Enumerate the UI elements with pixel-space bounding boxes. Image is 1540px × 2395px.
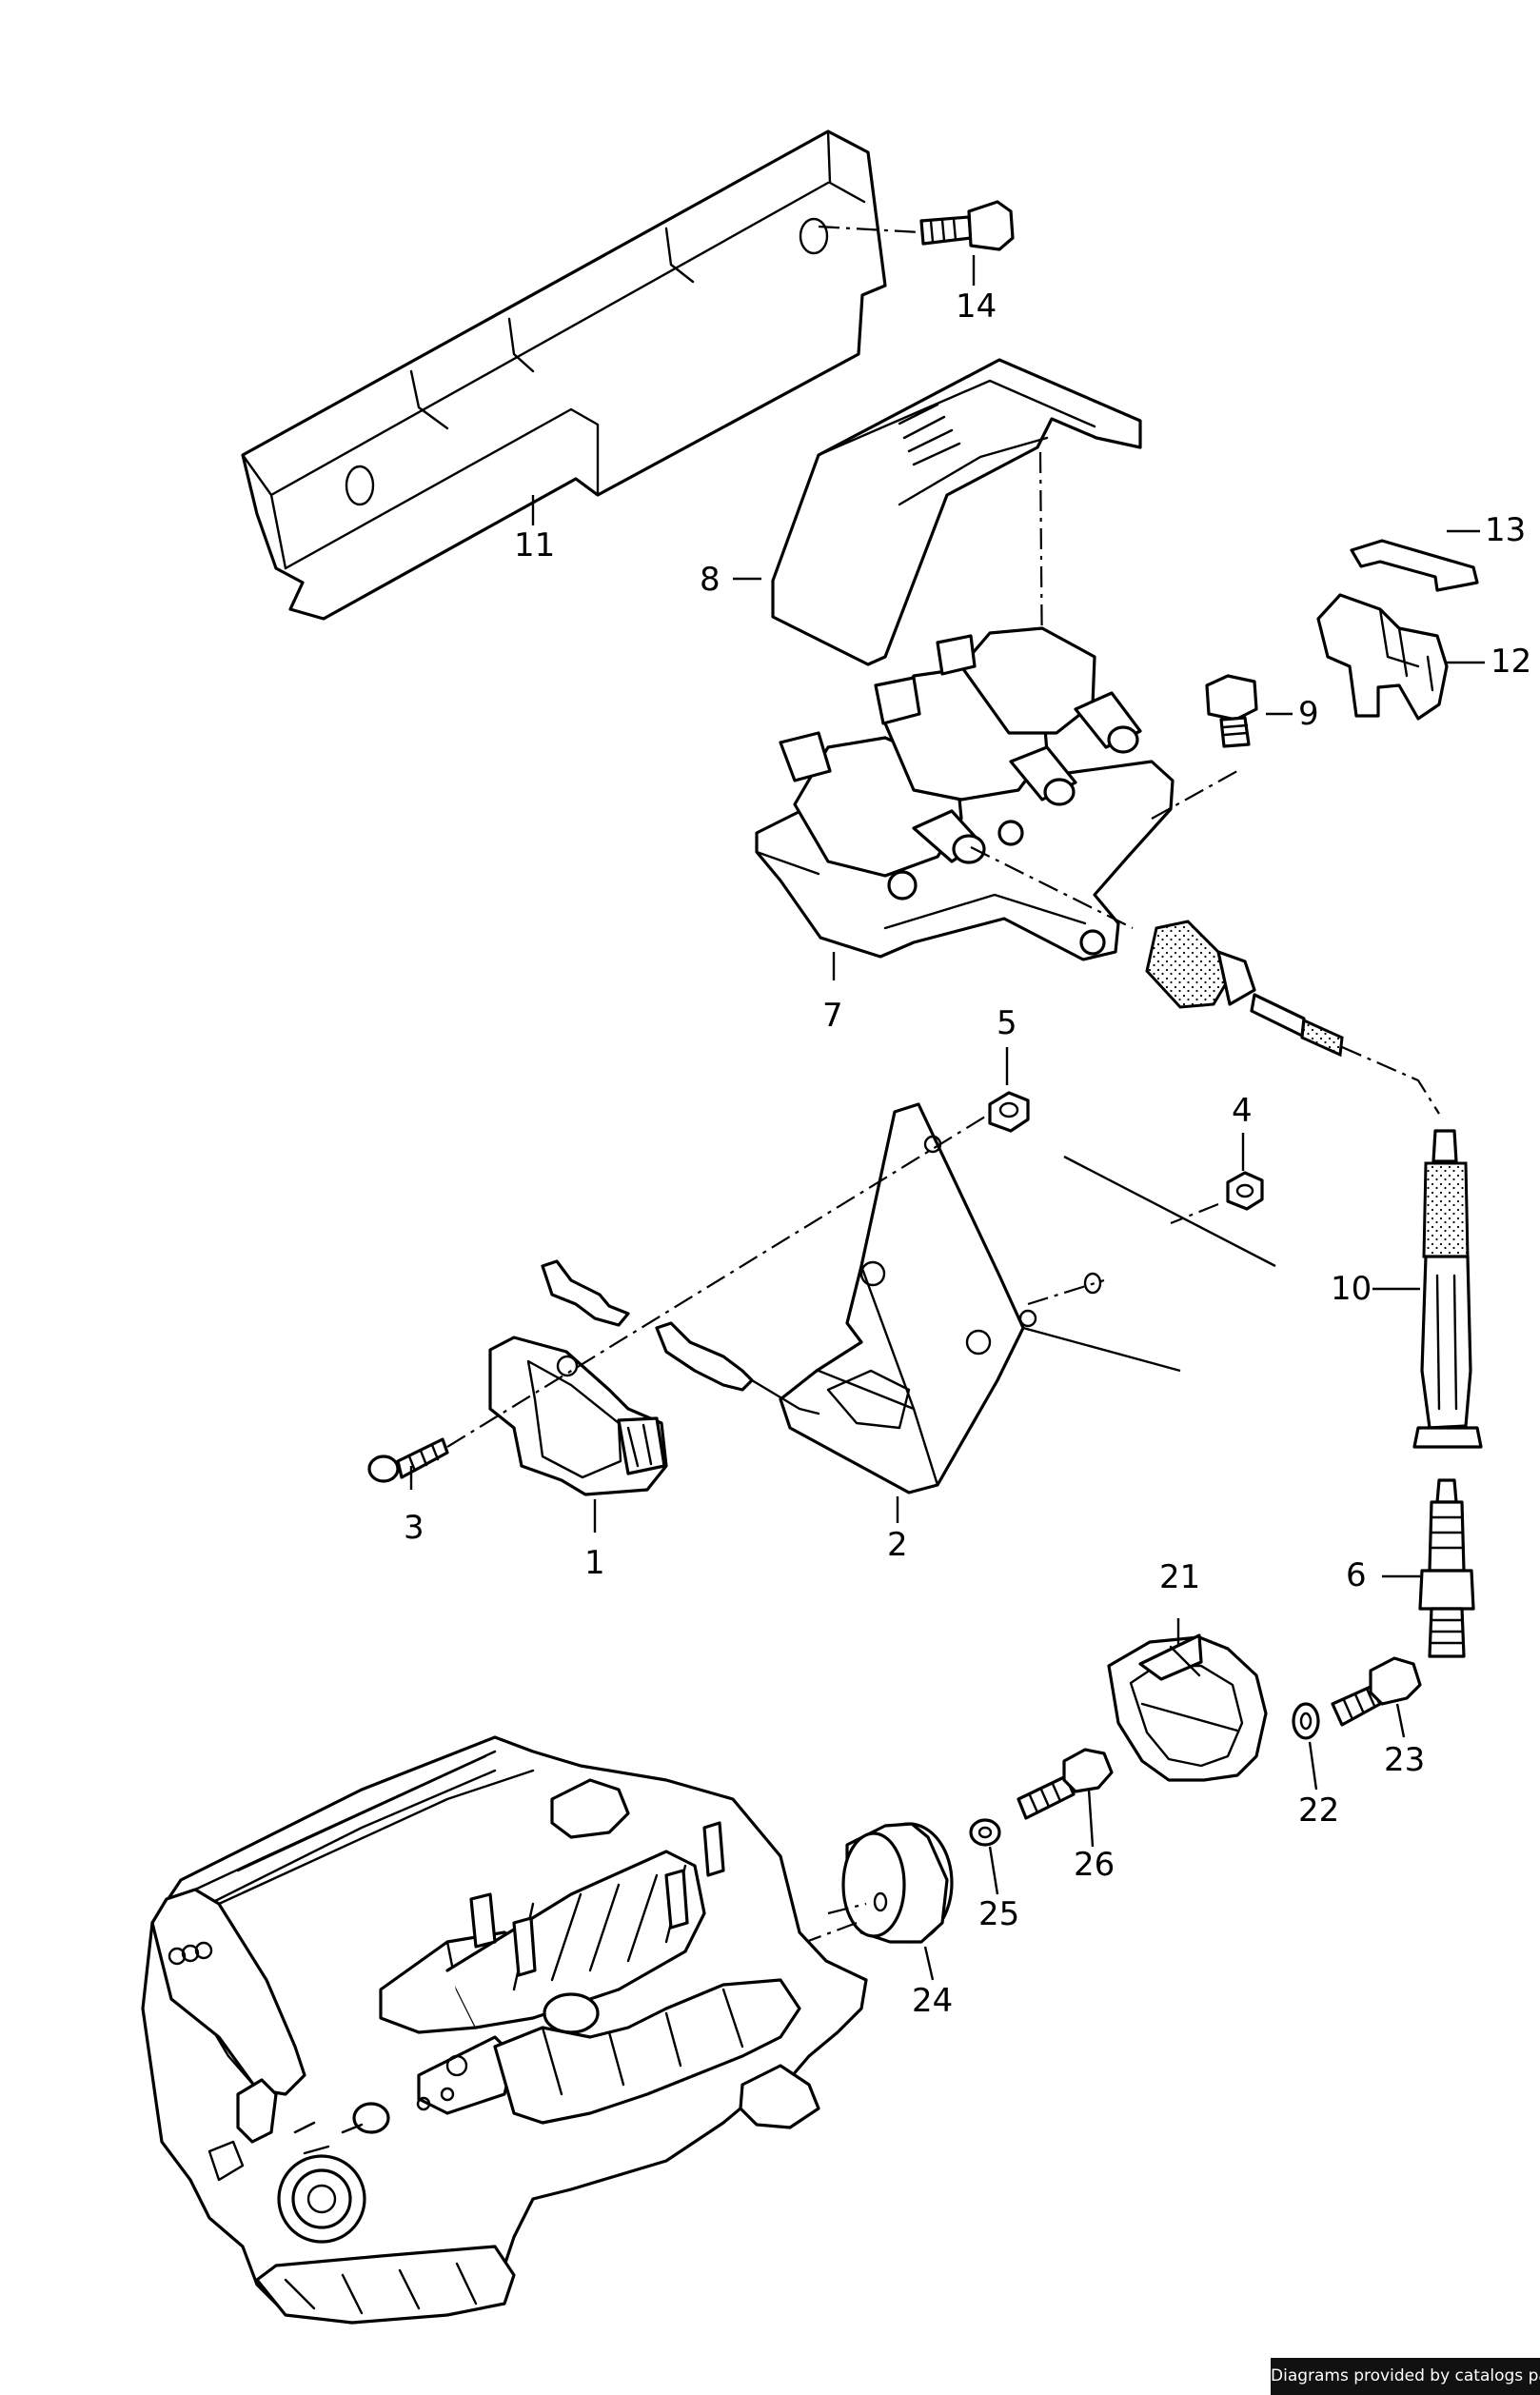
part-12-bracket [1316,593,1449,721]
callout-25: 25 [978,1895,1020,1933]
engine-assembly [141,1735,868,2325]
callout-8: 8 [700,561,721,599]
part-22-washer [1292,1702,1320,1740]
callout-24: 24 [912,1982,954,2020]
part-7-ignition-coil-pack [755,626,1238,961]
part-25-washer [969,1818,1001,1847]
ignition-lead [1145,920,1440,1115]
part-9-bolt [1205,674,1258,748]
callout-leaders [409,255,1485,1981]
callout-13: 13 [1485,511,1527,549]
callout-12: 12 [1491,643,1532,681]
callout-11: 11 [514,526,556,564]
callout-14: 14 [956,287,997,326]
callout-7: 7 [822,997,843,1035]
part-21-clamp [1107,1633,1268,1782]
callout-5: 5 [997,1004,1017,1042]
credit-banner: Diagrams provided by catalogs parts [1271,2358,1540,2395]
part-10-plug-connector [1412,1129,1483,1449]
part-26-bolt [1017,1748,1114,1820]
callout-23: 23 [1384,1741,1426,1779]
part-24-pulley [780,1822,954,1953]
part-2-bracket [541,1102,1102,1494]
callout-9: 9 [1298,695,1319,733]
callout-10: 10 [1331,1270,1372,1308]
part-6-spark-plug [1418,1478,1475,1658]
callout-3: 3 [404,1509,424,1547]
part-13-clip [1350,539,1479,592]
callout-26: 26 [1074,1846,1116,1884]
part-8-coil-cover [771,358,1142,675]
callout-6: 6 [1346,1556,1367,1594]
part-11-engine-cover [241,129,887,621]
part-5-nut [988,1091,1030,1133]
callout-1: 1 [584,1544,605,1582]
callout-2: 2 [887,1526,908,1564]
part-1-control-unit [488,1336,668,1496]
callout-4: 4 [1232,1092,1253,1130]
part-3-screw [367,1437,449,1483]
part-14-bolt [818,200,1015,251]
callout-22: 22 [1298,1791,1340,1830]
callout-21: 21 [1159,1558,1201,1596]
part-23-bolt [1331,1656,1422,1727]
assembly-lines [446,1113,1276,1448]
part-4-nut [1226,1171,1264,1211]
